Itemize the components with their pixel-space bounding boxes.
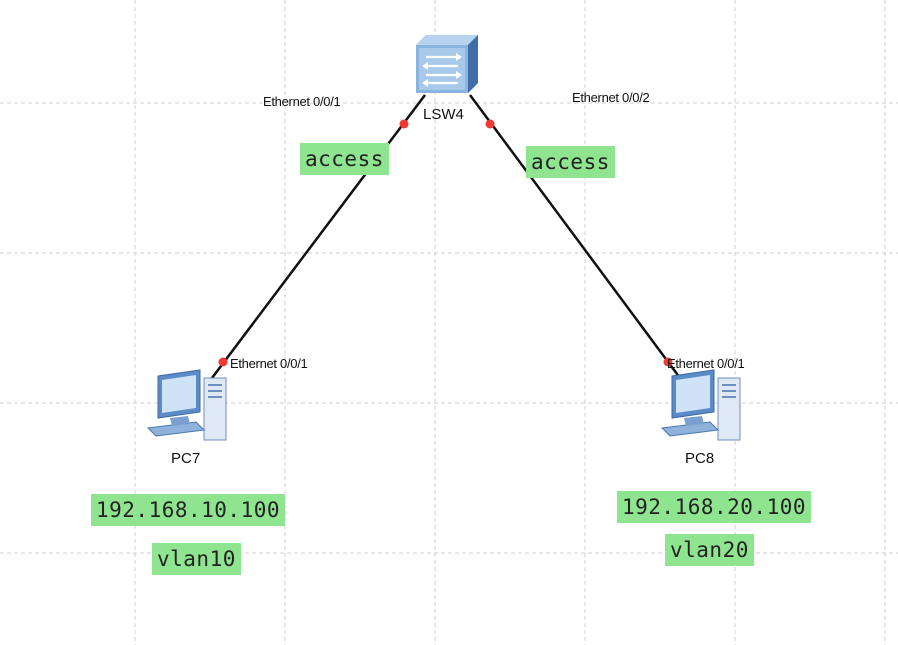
- pc8-pc-icon[interactable]: [660, 369, 741, 441]
- port-label-pc7-e1: Ethernet 0/0/1: [230, 356, 308, 371]
- port-label-lsw4-e2: Ethernet 0/0/2: [572, 90, 650, 105]
- port-dot-pc7-e1[interactable]: [218, 357, 228, 367]
- port-dot-lsw4-e1[interactable]: [399, 119, 409, 129]
- pc7-name-label: PC7: [171, 450, 201, 467]
- pc8-name-label: PC8: [685, 450, 715, 467]
- pc7-pc-icon[interactable]: [146, 369, 227, 441]
- switch-icon[interactable]: [416, 35, 478, 93]
- link-lsw4-pc8[interactable]: [468, 94, 682, 379]
- port-label-pc8-e1: Ethernet 0/0/1: [667, 356, 745, 371]
- pc8-ip-note[interactable]: 192.168.20.100: [617, 491, 812, 523]
- pc7-vlan-note[interactable]: vlan10: [152, 543, 241, 575]
- port-dot-pc8-e1[interactable]: [663, 357, 673, 367]
- link-left-mode-note[interactable]: access: [300, 143, 389, 175]
- pc7-ip-note[interactable]: 192.168.10.100: [91, 494, 286, 526]
- switch-name-label: LSW4: [423, 106, 464, 123]
- port-dot-lsw4-e2[interactable]: [485, 119, 495, 129]
- link-right-mode-note[interactable]: access: [526, 146, 615, 178]
- link-lsw4-pc7[interactable]: [211, 94, 426, 379]
- port-label-lsw4-e1: Ethernet 0/0/1: [263, 94, 341, 109]
- pc8-vlan-note[interactable]: vlan20: [665, 534, 754, 566]
